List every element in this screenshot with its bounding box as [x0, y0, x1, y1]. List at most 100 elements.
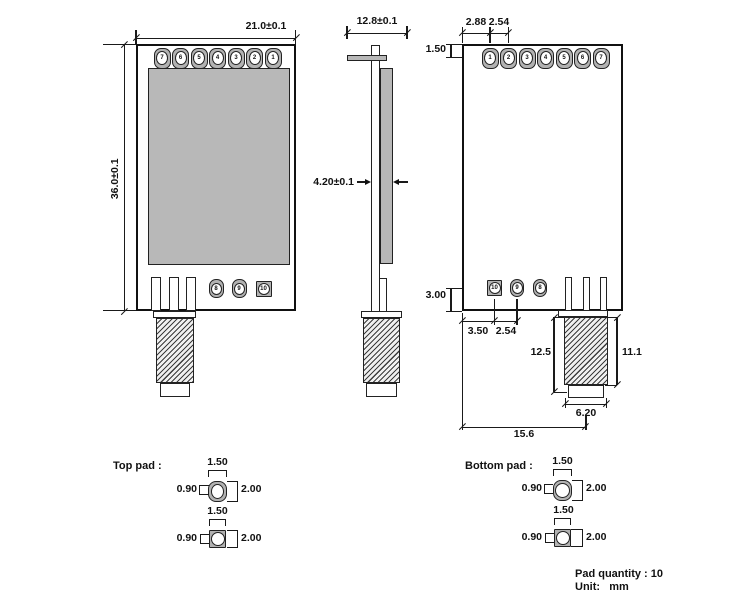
dim-line [543, 484, 545, 494]
pad-hole: 9 [511, 282, 523, 294]
pad-hole-dim-label: 0.90 [176, 483, 197, 495]
front-shield-can [148, 68, 290, 265]
side-width-dim-label: 12.8±0.1 [356, 15, 398, 27]
ext-line [446, 43, 462, 45]
pad-number: 9 [515, 285, 519, 291]
ext-line [446, 56, 462, 58]
ext-line [570, 468, 572, 476]
pad-number: 7 [160, 55, 164, 61]
pad-hole: 5 [193, 51, 205, 65]
pad-number: 3 [234, 55, 238, 61]
pad-number: 5 [197, 55, 201, 61]
pad-hole: 7 [156, 51, 168, 65]
antenna-pin [151, 277, 161, 311]
pad-hole: 9 [233, 282, 245, 295]
dim-line [124, 44, 126, 311]
pad-3: 3 [518, 47, 536, 69]
ext-line [572, 499, 582, 501]
pad-oval-detail [553, 480, 572, 501]
ext-line [199, 484, 209, 486]
sma-tip [366, 383, 397, 397]
pad-6: 6 [172, 47, 189, 69]
pad-number: 6 [580, 55, 585, 61]
pad-oval-detail [208, 481, 227, 502]
pad-number: 1 [271, 55, 275, 61]
dim-line [199, 534, 201, 544]
pad-hole: 10 [488, 282, 501, 294]
pad-7: 7 [592, 47, 610, 69]
arrow-right-icon [365, 179, 371, 185]
pad-hole-dim-label: 0.90 [521, 482, 542, 494]
pad-hole: 1 [484, 51, 496, 65]
pad-width-dim-label: 1.50 [552, 455, 573, 467]
pad-number: 9 [237, 285, 241, 292]
pad-height-dim-label: 2.00 [586, 482, 607, 494]
ext-line [507, 27, 510, 43]
unit-note: Unit: mm [575, 581, 629, 593]
ext-line [571, 545, 582, 547]
sma-length-dim-label: 12.5 [530, 346, 551, 358]
pad-number: 8 [538, 285, 542, 291]
pad-5: 5 [190, 47, 208, 69]
pad-hole: 10 [257, 282, 270, 295]
ext-line [227, 500, 237, 502]
dim-line [553, 317, 555, 392]
ext-line [446, 310, 462, 312]
sma-body [363, 318, 400, 383]
pad-pitch-bottom-dim-label: 2.54 [495, 325, 517, 337]
ext-line [103, 310, 136, 312]
ext-line [346, 26, 348, 39]
pad-number: 5 [562, 55, 566, 61]
arrow-left-icon [393, 179, 399, 185]
pad-2: 2 [500, 47, 517, 69]
ext-line [135, 30, 137, 44]
pad-4: 4 [537, 47, 554, 69]
side-shield-can [380, 68, 393, 264]
ext-line [406, 26, 408, 39]
module-to-sma-center-dim-label: 15.6 [513, 428, 535, 440]
ext-line [226, 530, 237, 532]
ext-line [554, 517, 556, 525]
sma-collar [152, 311, 196, 318]
ext-line [544, 483, 553, 485]
dim-line [209, 518, 226, 520]
sma-body [156, 318, 194, 383]
back-module-outline [462, 44, 623, 311]
ext-line [225, 469, 227, 477]
ext-line [489, 27, 491, 43]
sma-tip-width-dim-label: 6.20 [575, 407, 597, 419]
edge-to-pad10-dim-label: 3.50 [467, 325, 489, 337]
sma-collar [558, 310, 608, 317]
ext-line [226, 546, 237, 548]
ext-line [294, 30, 296, 44]
pad-hole: 6 [576, 51, 589, 65]
antenna-pin [168, 277, 179, 311]
dim-line [236, 530, 238, 548]
antenna-pin [565, 277, 572, 311]
pad-height-dim-label: 2.00 [586, 531, 607, 543]
ext-line [516, 299, 518, 325]
pad-3: 3 [227, 47, 245, 69]
dim-line [198, 485, 200, 495]
ext-line [200, 533, 209, 535]
pad-hole: 5 [558, 51, 570, 65]
ext-line [545, 532, 554, 534]
ext-line [200, 543, 209, 545]
pad-number: 6 [178, 55, 183, 61]
pad-number: 3 [525, 55, 529, 61]
pad-height-dim-label: 2.00 [241, 532, 262, 544]
pad-hole: 6 [174, 51, 187, 65]
dim-line [450, 287, 452, 312]
pad-8: 8 [533, 279, 547, 297]
pad-number: 2 [252, 55, 257, 61]
pad-8: 8 [208, 279, 224, 298]
pad-2: 2 [246, 47, 263, 69]
leader-line [357, 181, 365, 183]
pad-9: 9 [510, 279, 524, 297]
pad-square-detail [209, 530, 226, 548]
front-width-dim-label: 21.0±0.1 [245, 20, 287, 32]
pad-bottom-offset-dim-label: 3.00 [425, 289, 446, 301]
pad-hole-dim-label: 0.90 [176, 532, 197, 544]
sma-collar [361, 311, 402, 318]
